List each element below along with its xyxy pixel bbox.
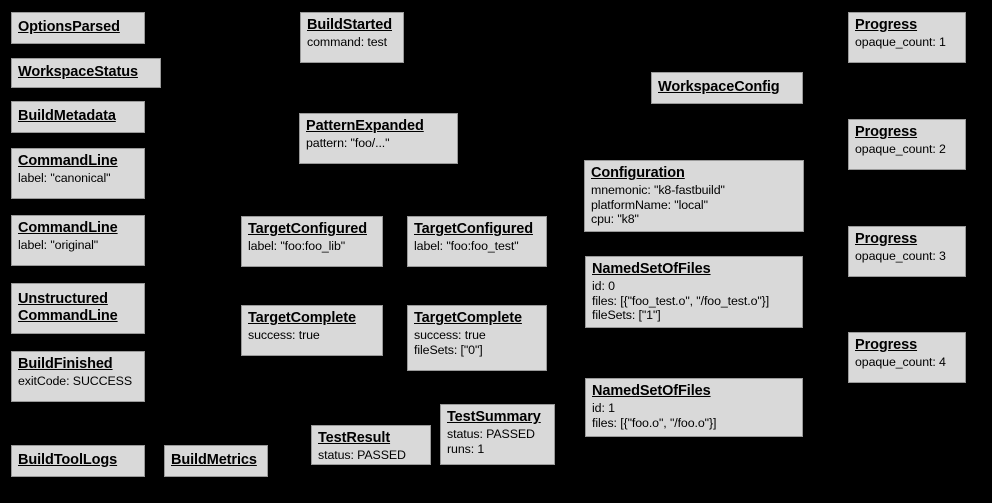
node-workspace-status[interactable]: WorkspaceStatus: [11, 58, 161, 88]
node-field: platformName: "local": [591, 197, 708, 212]
node-field: runs: 1: [447, 441, 485, 456]
node-workspace-config[interactable]: WorkspaceConfig: [651, 72, 803, 104]
node-field: mnemonic: "k8-fastbuild": [591, 183, 725, 198]
node-field: files: [{"foo.o", "/foo.o"}]: [592, 415, 717, 430]
node-field: fileSets: ["0"]: [414, 342, 483, 357]
node-field: label: "foo:foo_lib": [248, 239, 346, 254]
node-field: opaque_count: 4: [855, 355, 946, 370]
node-field: label: "original": [18, 238, 99, 253]
node-title: Progress: [855, 337, 918, 353]
node-title: BuildMetrics: [171, 451, 257, 468]
node-title: Unstructured CommandLine: [18, 290, 118, 324]
node-progress-1[interactable]: Progress opaque_count: 1: [848, 12, 966, 63]
node-field: id: 1: [592, 401, 615, 416]
node-title: TargetComplete: [414, 310, 522, 326]
node-title: TargetComplete: [248, 310, 356, 326]
node-configuration[interactable]: Configuration mnemonic: "k8-fastbuild"pla…: [584, 160, 804, 232]
node-title: Configuration: [591, 165, 685, 181]
node-command-line-original[interactable]: CommandLine label: "original": [11, 215, 145, 266]
node-title: BuildFinished: [18, 356, 113, 372]
node-progress-4[interactable]: Progress opaque_count: 4: [848, 332, 966, 383]
node-progress-3[interactable]: Progress opaque_count: 3: [848, 226, 966, 277]
node-field: status: PASSED: [447, 427, 535, 442]
node-build-started[interactable]: BuildStarted command: test: [300, 12, 404, 63]
node-build-metadata[interactable]: BuildMetadata: [11, 101, 145, 133]
node-build-finished[interactable]: BuildFinished exitCode: SUCCESS: [11, 351, 145, 402]
node-title: CommandLine: [18, 220, 118, 236]
node-command-line-canonical[interactable]: CommandLine label: "canonical": [11, 148, 145, 199]
node-progress-2[interactable]: Progress opaque_count: 2: [848, 119, 966, 170]
node-field: files: [{"foo_test.o", "/foo_test.o"}]: [592, 293, 770, 308]
node-title: BuildMetadata: [18, 107, 116, 124]
node-field: label: "foo:foo_test": [414, 239, 519, 254]
node-pattern-expanded[interactable]: PatternExpanded pattern: "foo/...": [299, 113, 458, 164]
node-field: fileSets: ["1"]: [592, 308, 661, 323]
node-title: Progress: [855, 231, 918, 247]
node-field: pattern: "foo/...": [306, 136, 390, 151]
node-field: label: "canonical": [18, 171, 111, 186]
node-field: command: test: [307, 35, 387, 50]
node-field: opaque_count: 3: [855, 249, 946, 264]
node-title: Progress: [855, 124, 918, 140]
node-title: TargetConfigured: [414, 221, 533, 237]
node-title: TestSummary: [447, 409, 541, 425]
node-title: WorkspaceConfig: [658, 78, 780, 95]
node-target-complete-foo-lib[interactable]: TargetComplete success: true: [241, 305, 383, 356]
node-field: success: true: [414, 328, 486, 343]
node-field: status: PASSED: [318, 448, 406, 463]
node-field: cpu: "k8": [591, 212, 639, 227]
node-title: OptionsParsed: [18, 18, 120, 35]
node-unstructured-command-line[interactable]: Unstructured CommandLine: [11, 283, 145, 334]
node-title: BuildToolLogs: [18, 451, 118, 468]
node-title: BuildStarted: [307, 17, 393, 33]
node-field: exitCode: SUCCESS: [18, 374, 132, 389]
node-build-metrics[interactable]: BuildMetrics: [164, 445, 268, 477]
node-title: CommandLine: [18, 153, 118, 169]
node-title: NamedSetOfFiles: [592, 261, 711, 277]
node-title: TargetConfigured: [248, 221, 367, 237]
node-field: opaque_count: 1: [855, 35, 946, 50]
node-target-configured-foo-test[interactable]: TargetConfigured label: "foo:foo_test": [407, 216, 547, 267]
node-test-result[interactable]: TestResult status: PASSED: [311, 425, 431, 465]
node-field: opaque_count: 2: [855, 142, 946, 157]
node-title: PatternExpanded: [306, 118, 424, 134]
node-field: success: true: [248, 328, 320, 343]
node-build-tool-logs[interactable]: BuildToolLogs: [11, 445, 145, 477]
node-title: NamedSetOfFiles: [592, 383, 711, 399]
node-title: WorkspaceStatus: [18, 63, 138, 80]
node-field: id: 0: [592, 279, 615, 294]
node-title: TestResult: [318, 430, 391, 446]
node-target-configured-foo-lib[interactable]: TargetConfigured label: "foo:foo_lib": [241, 216, 383, 267]
node-options-parsed[interactable]: OptionsParsed: [11, 12, 145, 44]
node-title: Progress: [855, 17, 918, 33]
